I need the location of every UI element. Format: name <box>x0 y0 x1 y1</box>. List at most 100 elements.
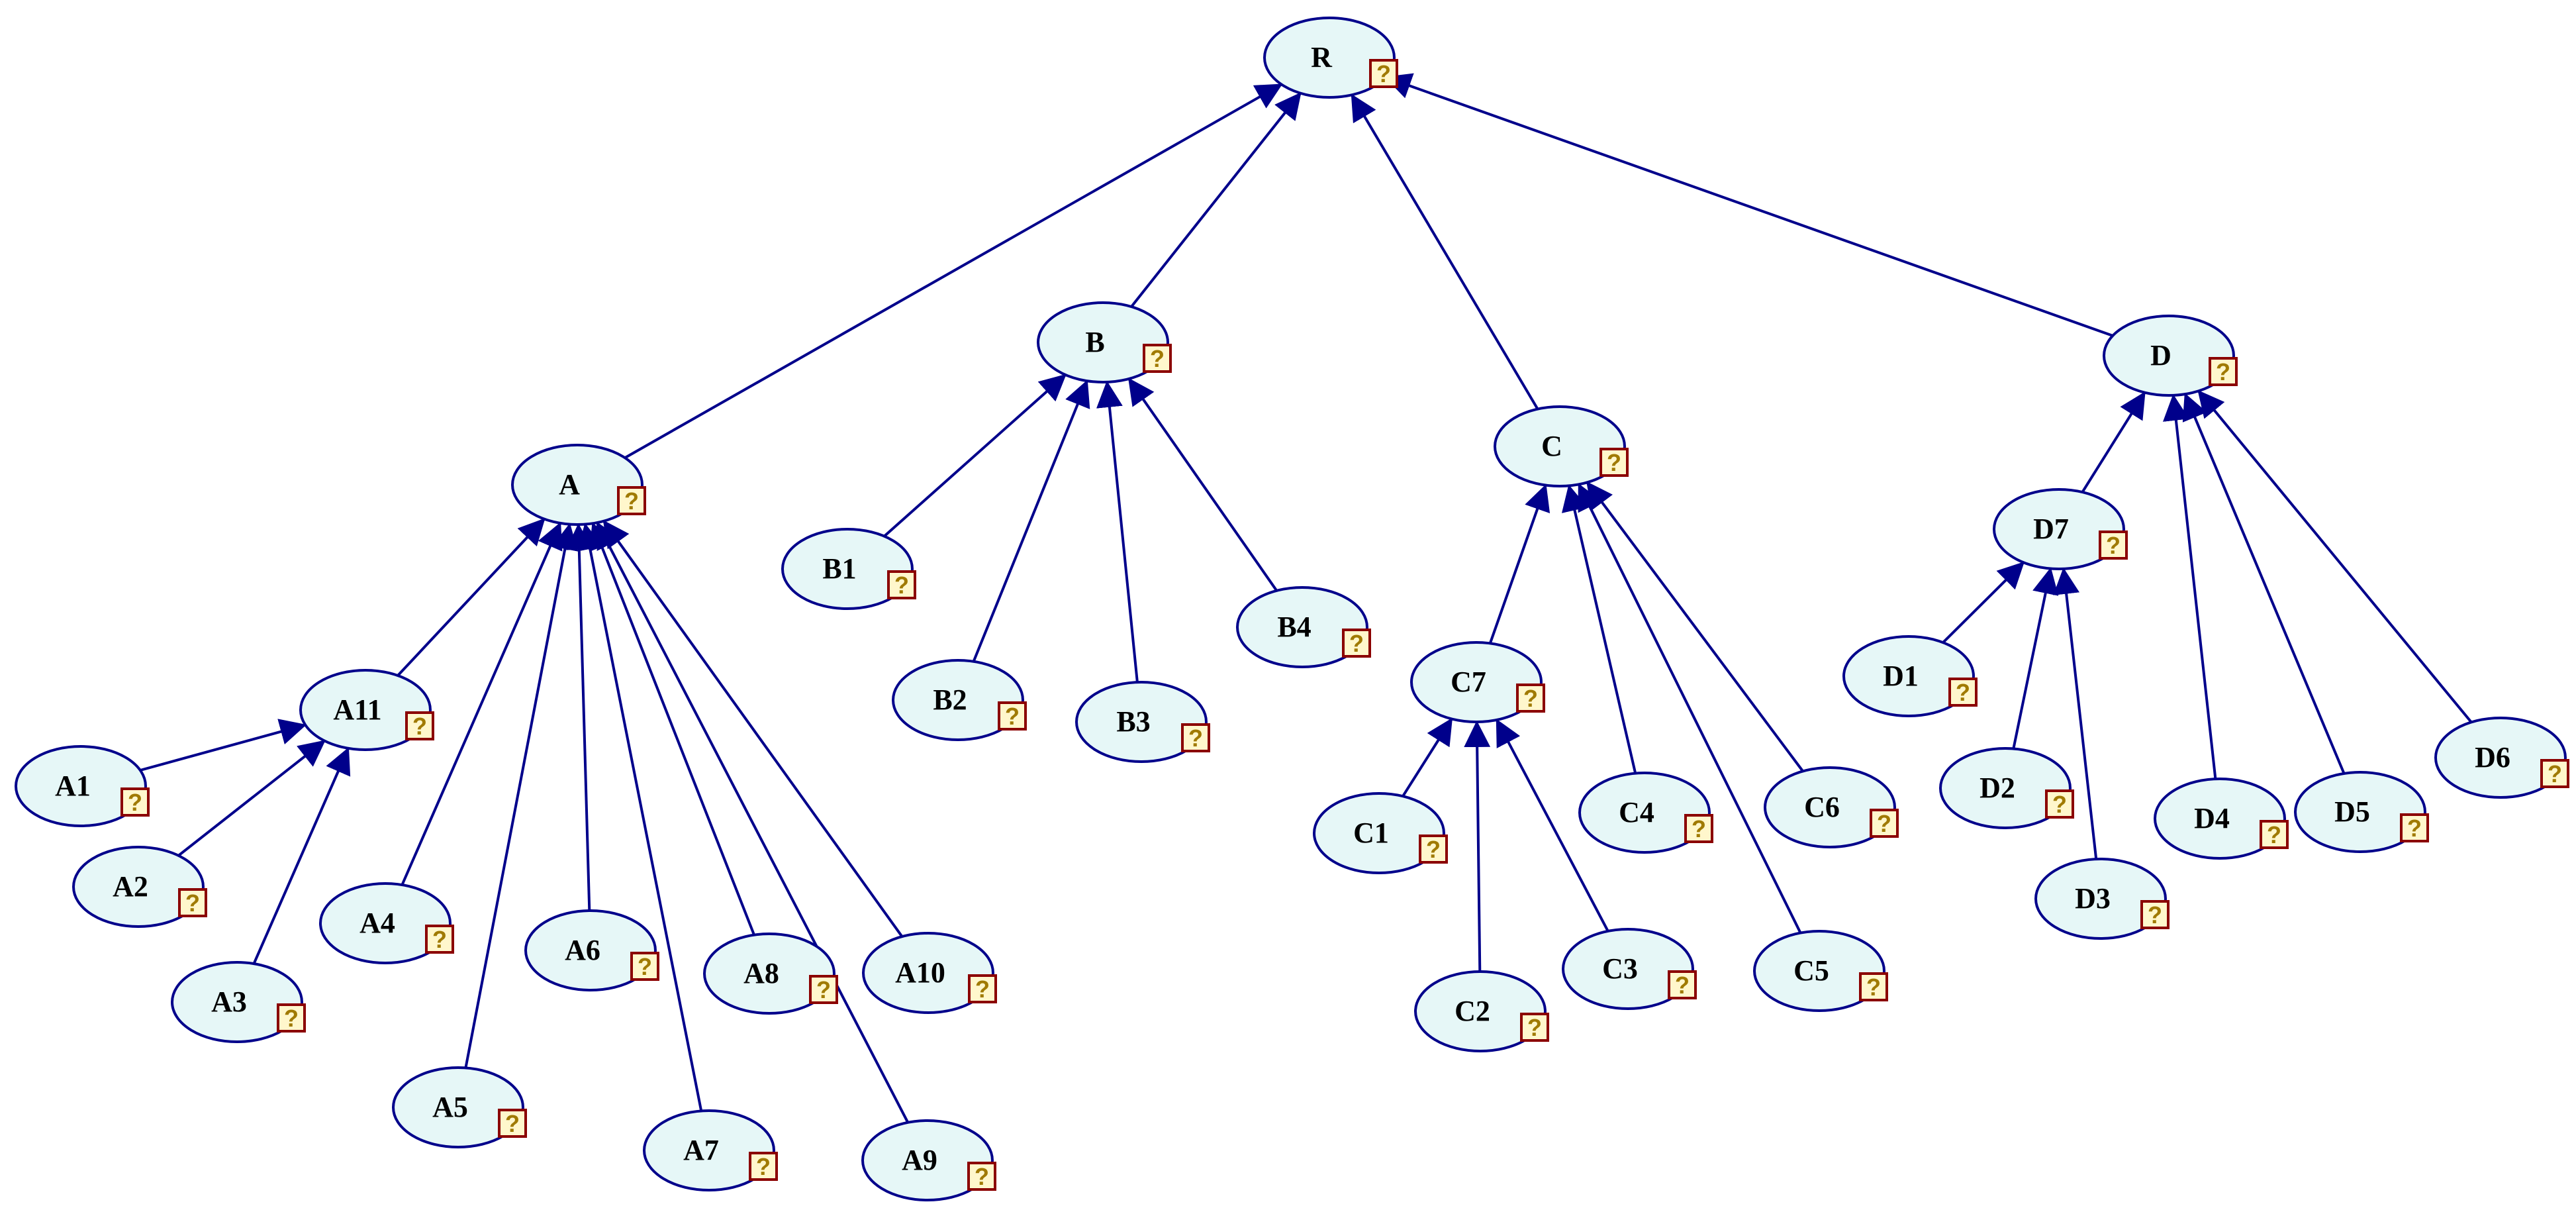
node-b2[interactable]: B2? <box>892 659 1027 741</box>
question-mark-icon[interactable]: ? <box>1599 448 1629 477</box>
node-d5[interactable]: D5? <box>2294 771 2429 853</box>
node-a4[interactable]: A4? <box>319 882 454 964</box>
badge-frame <box>2099 530 2128 560</box>
question-mark-icon[interactable]: ? <box>1668 970 1697 999</box>
question-mark-icon[interactable]: ? <box>1516 683 1545 713</box>
question-mark-icon[interactable]: ? <box>2540 759 2569 788</box>
node-ellipse <box>2034 858 2167 940</box>
question-mark-icon[interactable]: ? <box>968 974 997 1003</box>
node-c5[interactable]: C5? <box>1753 930 1888 1012</box>
question-mark-icon[interactable]: ? <box>405 711 434 740</box>
question-mark-icon[interactable]: ? <box>630 952 659 981</box>
edge-c7-to-c <box>1488 483 1550 644</box>
node-d6[interactable]: D6? <box>2434 717 2569 799</box>
node-a1[interactable]: A1? <box>15 745 150 827</box>
node-d3[interactable]: D3? <box>2034 858 2170 940</box>
node-d[interactable]: D? <box>2103 315 2238 397</box>
node-label: A5 <box>432 1091 468 1123</box>
question-mark-icon[interactable]: ? <box>1181 723 1210 752</box>
node-a5[interactable]: A5? <box>392 1066 527 1148</box>
edge-a8-to-a <box>589 522 755 936</box>
node-label: A6 <box>565 934 600 966</box>
question-mark-icon[interactable]: ? <box>617 486 646 515</box>
node-d7[interactable]: D7? <box>1993 488 2128 570</box>
badge-frame <box>1668 970 1697 999</box>
node-c1[interactable]: C1? <box>1313 792 1448 874</box>
node-d2[interactable]: D2? <box>1939 747 2074 829</box>
node-c3[interactable]: C3? <box>1562 928 1697 1010</box>
question-mark-icon[interactable]: ? <box>2099 530 2128 560</box>
question-mark-icon[interactable]: ? <box>2209 357 2238 386</box>
node-c7[interactable]: C7? <box>1410 641 1545 723</box>
question-mark-icon[interactable]: ? <box>277 1003 306 1033</box>
node-c[interactable]: C? <box>1494 405 1629 487</box>
node-a7[interactable]: A7? <box>643 1109 778 1191</box>
node-a11[interactable]: A11? <box>299 669 434 751</box>
node-ellipse <box>1939 747 2072 829</box>
node-ellipse <box>2294 771 2426 853</box>
question-mark-icon[interactable]: ? <box>1859 972 1888 1001</box>
question-mark-icon[interactable]: ? <box>2260 820 2289 849</box>
node-a2[interactable]: A2? <box>72 846 207 928</box>
node-label: D2 <box>1980 772 2015 804</box>
node-a9[interactable]: A9? <box>861 1119 996 1201</box>
edge-a2-to-a11 <box>177 740 326 857</box>
node-ellipse <box>511 444 644 526</box>
node-b3[interactable]: B3? <box>1075 681 1210 763</box>
question-mark-icon[interactable]: ? <box>809 975 838 1004</box>
badge-frame <box>425 925 454 954</box>
node-a[interactable]: A? <box>511 444 646 526</box>
question-mark-icon[interactable]: ? <box>120 787 150 817</box>
node-a8[interactable]: A8? <box>703 933 838 1015</box>
question-mark-icon[interactable]: ? <box>887 570 916 599</box>
question-mark-icon[interactable]: ? <box>425 925 454 954</box>
question-mark-icon[interactable]: ? <box>178 888 207 917</box>
node-d4[interactable]: D4? <box>2154 778 2289 860</box>
node-b1[interactable]: B1? <box>781 528 916 610</box>
node-b[interactable]: B? <box>1037 301 1172 383</box>
edge-a10-to-a <box>602 520 904 938</box>
question-mark-icon[interactable]: ? <box>749 1152 778 1181</box>
question-mark-icon[interactable]: ? <box>967 1162 996 1191</box>
node-a6[interactable]: A6? <box>524 909 659 991</box>
node-d1[interactable]: D1? <box>1842 635 1978 717</box>
node-label: C7 <box>1451 666 1486 698</box>
node-label: C <box>1541 430 1562 462</box>
question-mark-icon[interactable]: ? <box>2045 789 2074 819</box>
edge-b4-to-b <box>1127 378 1278 592</box>
badge-frame <box>967 1162 996 1191</box>
node-label: C2 <box>1455 995 1490 1027</box>
edge-d4-to-d <box>2162 393 2217 780</box>
question-mark-icon[interactable]: ? <box>1684 814 1713 843</box>
node-c4[interactable]: C4? <box>1578 772 1713 854</box>
node-ellipse <box>1764 766 1896 848</box>
node-c6[interactable]: C6? <box>1764 766 1899 848</box>
question-mark-icon[interactable]: ? <box>1520 1013 1549 1042</box>
question-mark-icon[interactable]: ? <box>1342 629 1371 658</box>
question-mark-icon[interactable]: ? <box>1143 344 1172 373</box>
question-mark-icon[interactable]: ? <box>498 1109 527 1138</box>
badge-frame <box>809 975 838 1004</box>
node-ellipse <box>1753 930 1885 1012</box>
node-ellipse <box>2103 315 2235 397</box>
question-mark-icon[interactable]: ? <box>1419 834 1448 864</box>
question-mark-icon[interactable]: ? <box>1870 809 1899 838</box>
node-ellipse <box>1263 17 1396 99</box>
node-b4[interactable]: B4? <box>1236 586 1371 668</box>
badge-frame <box>617 486 646 515</box>
question-mark-icon[interactable]: ? <box>998 701 1027 731</box>
node-label: A1 <box>55 770 91 802</box>
question-mark-icon[interactable]: ? <box>2400 813 2429 842</box>
node-a3[interactable]: A3? <box>171 961 306 1043</box>
edge-d1-to-d7 <box>1942 561 2025 644</box>
question-mark-icon[interactable]: ? <box>1948 678 1978 707</box>
badge-symbol: ? <box>1527 1014 1542 1041</box>
node-c2[interactable]: C2? <box>1414 970 1549 1052</box>
badge-symbol: ? <box>2106 532 2121 559</box>
badge-frame <box>277 1003 306 1033</box>
node-ellipse <box>1313 792 1445 874</box>
node-r[interactable]: R? <box>1263 17 1398 99</box>
question-mark-icon[interactable]: ? <box>2140 900 2170 929</box>
node-a10[interactable]: A10? <box>862 932 997 1014</box>
question-mark-icon[interactable]: ? <box>1369 59 1398 88</box>
